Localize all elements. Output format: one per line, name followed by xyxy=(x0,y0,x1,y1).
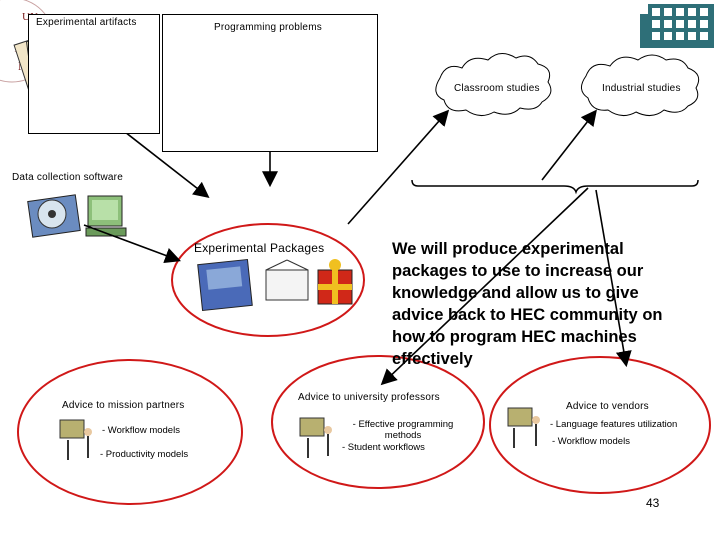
main-statement: We will produce experimental packages to… xyxy=(392,238,692,370)
brace-shape xyxy=(412,180,698,192)
artifacts-box xyxy=(28,14,160,134)
programming-box xyxy=(162,14,378,152)
packages-label: Experimental Packages xyxy=(194,241,324,255)
university-item-1: - Effective programming methods xyxy=(342,419,464,441)
page-number: 43 xyxy=(646,496,659,510)
software-images xyxy=(28,195,126,237)
software-label: Data collection software xyxy=(12,172,123,183)
mission-title: Advice to mission partners xyxy=(62,400,184,411)
vendors-item-1: - Language features utilization xyxy=(550,419,677,430)
vendors-title: Advice to vendors xyxy=(566,401,649,412)
artifacts-label: Experimental artifacts xyxy=(36,17,137,28)
university-item-2: - Student workflows xyxy=(342,442,425,453)
packages-images xyxy=(198,259,352,310)
programming-label: Programming problems xyxy=(214,22,322,33)
industrial-label: Industrial studies xyxy=(602,83,681,94)
mission-item-1: - Workflow models xyxy=(102,425,180,436)
classroom-label: Classroom studies xyxy=(454,83,540,94)
university-title: Advice to university professors xyxy=(298,392,440,403)
vendors-item-2: - Workflow models xyxy=(552,436,630,447)
mission-item-2: - Productivity models xyxy=(100,449,188,460)
grid-logo-icon xyxy=(640,4,714,48)
